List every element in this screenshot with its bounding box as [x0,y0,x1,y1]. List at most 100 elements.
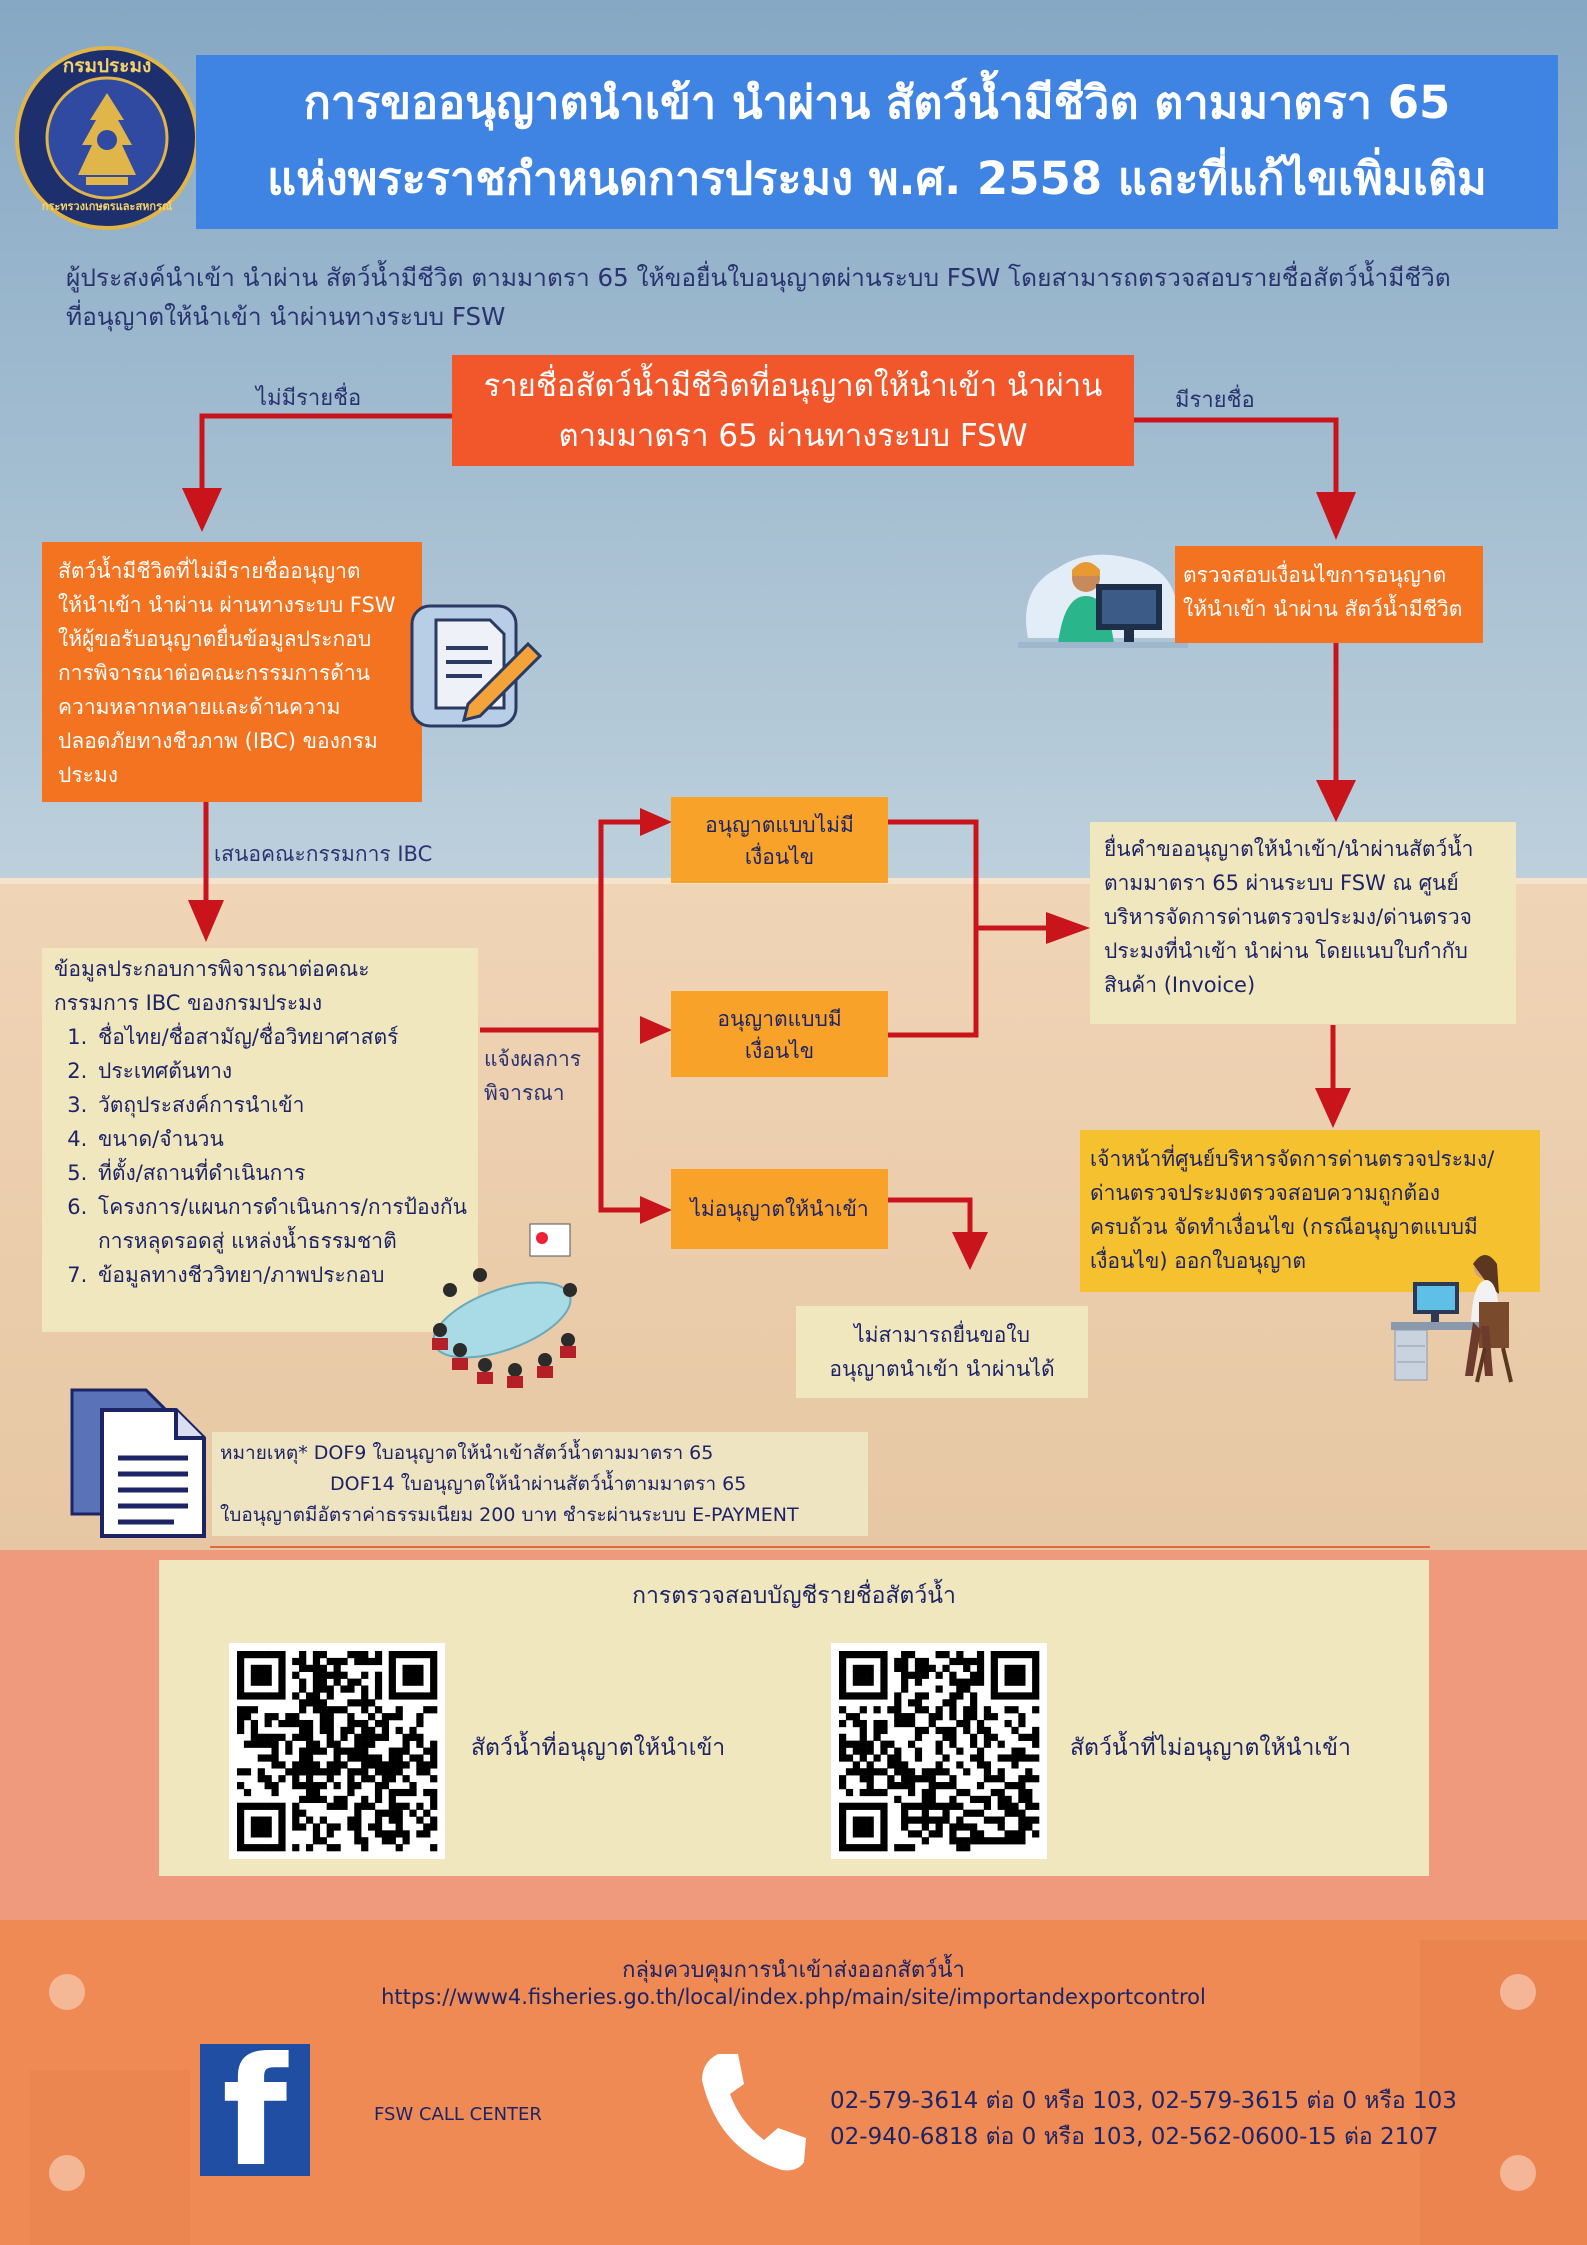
qr-module [921,1664,929,1672]
qr-module [907,1802,916,1810]
qr-module [901,1809,909,1817]
qr-module [1032,1802,1040,1810]
cannot-apply-box: ไม่สามารถยื่นขอใบ อนุญาตนำเข้า นำผ่านได้ [796,1306,1088,1398]
qr-module [423,1706,431,1714]
qr-module [354,1678,362,1686]
qr-module [361,1844,369,1852]
label-notify-line-1: แจ้งผลการ [484,1047,582,1071]
qr-module [839,1719,847,1728]
qr-module [1004,1692,1012,1700]
qr-module [1032,1671,1040,1679]
qr-module [928,1788,936,1797]
qr-module [243,1706,252,1714]
qr-module [1018,1788,1026,1797]
qr-module [894,1719,902,1728]
qr-module [997,1740,1005,1748]
qr-module [354,1823,362,1831]
qr-module [894,1768,902,1776]
qr-module [976,1795,985,1804]
qr-module [250,1664,258,1672]
qr-module [305,1761,314,1769]
qr-code-approved[interactable] [229,1643,445,1859]
qr-module [921,1775,929,1783]
cannot-apply-line-2: อนุญาตนำเข้า นำผ่านได้ [829,1357,1055,1381]
qr-module [873,1719,881,1728]
not-listed-line: ความหลากหลายและด้านความ [58,695,341,719]
qr-module [956,1651,964,1659]
qr-code-not-approved[interactable] [831,1643,1047,1859]
qr-module [1011,1706,1019,1714]
qr-module [873,1788,881,1797]
qr-module [402,1692,410,1700]
officer-line: ครบถ้วน จัดทำเงื่อนไข (กรณีอนุญาตแบบมี [1090,1215,1478,1239]
qr-module [416,1830,424,1838]
facebook-icon[interactable]: f [200,2038,310,2188]
qr-module [257,1823,265,1831]
qr-module [305,1844,314,1852]
qr-module [374,1795,383,1804]
qr-module [970,1678,978,1686]
qr-module [845,1788,854,1797]
qr-module [963,1685,971,1693]
qr-module [326,1761,334,1769]
qr-module [1025,1788,1033,1797]
qr-module [914,1706,923,1714]
label-notify-result: แจ้งผลการ พิจารณา [484,1042,581,1110]
qr-module [333,1657,341,1666]
list-item: วัตถุประสงค์การนำเข้า [94,1088,474,1122]
qr-module [430,1844,438,1852]
qr-module [305,1664,314,1672]
qr-module [430,1657,438,1666]
qr-module [873,1754,881,1762]
qr-module [1011,1754,1019,1762]
qr-module [983,1726,992,1735]
qr-module [1032,1733,1040,1741]
qr-module [1018,1782,1026,1790]
qr-module [942,1651,950,1659]
qr-module [305,1740,314,1748]
qr-module [257,1754,265,1762]
allow-unconditional-line-2: เงื่อนไข [744,845,815,869]
qr-module [866,1788,874,1797]
qr-module [852,1740,860,1748]
qr-module [388,1775,396,1783]
qr-module [299,1823,307,1831]
qr-module [278,1657,286,1666]
qr-module [354,1657,362,1666]
qr-module [983,1740,992,1748]
qr-module [368,1657,376,1666]
ibc-info-box: ข้อมูลประกอบการพิจารณาต่อคณะ กรรมการ IBC… [42,948,478,1332]
qr-module [374,1678,383,1686]
note-line-3: ใบอนุญาตมีอัตราค่าธรรมเนียม 200 บาท ชำระ… [220,1504,799,1526]
qr-module [1011,1726,1019,1735]
qr-module [880,1747,888,1755]
qr-module [921,1837,929,1845]
qr-module [319,1699,327,1707]
qr-module [368,1699,376,1707]
qr-module [880,1823,888,1831]
qr-module [395,1747,403,1755]
qr-module [1032,1754,1040,1762]
page-title: การขออนุญาตนำเข้า นำผ่าน สัตว์น้ำมีชีวิต… [196,55,1558,229]
qr-module [949,1782,957,1790]
qr-module [237,1685,245,1693]
intro-line-1: ผู้ประสงค์นำเข้า นำผ่าน สัตว์น้ำมีชีวิต … [66,263,1451,292]
qr-module [347,1685,355,1693]
qr-module [257,1692,265,1700]
qr-module [956,1844,964,1852]
qr-module [852,1768,860,1776]
qr-module [388,1664,396,1672]
qr-module [368,1713,376,1721]
footer-url[interactable]: https://www4.fisheries.go.th/local/index… [381,1985,1206,2009]
qr-module [894,1713,902,1721]
qr-module [395,1768,403,1776]
qr-module [430,1788,438,1797]
qr-module [381,1733,390,1741]
qr-module [845,1768,854,1776]
qr-module [299,1699,307,1707]
qr-module [361,1651,369,1659]
qr-module [278,1837,286,1845]
qr-module [845,1844,854,1852]
qr-module [928,1782,936,1790]
qr-module [907,1775,916,1783]
